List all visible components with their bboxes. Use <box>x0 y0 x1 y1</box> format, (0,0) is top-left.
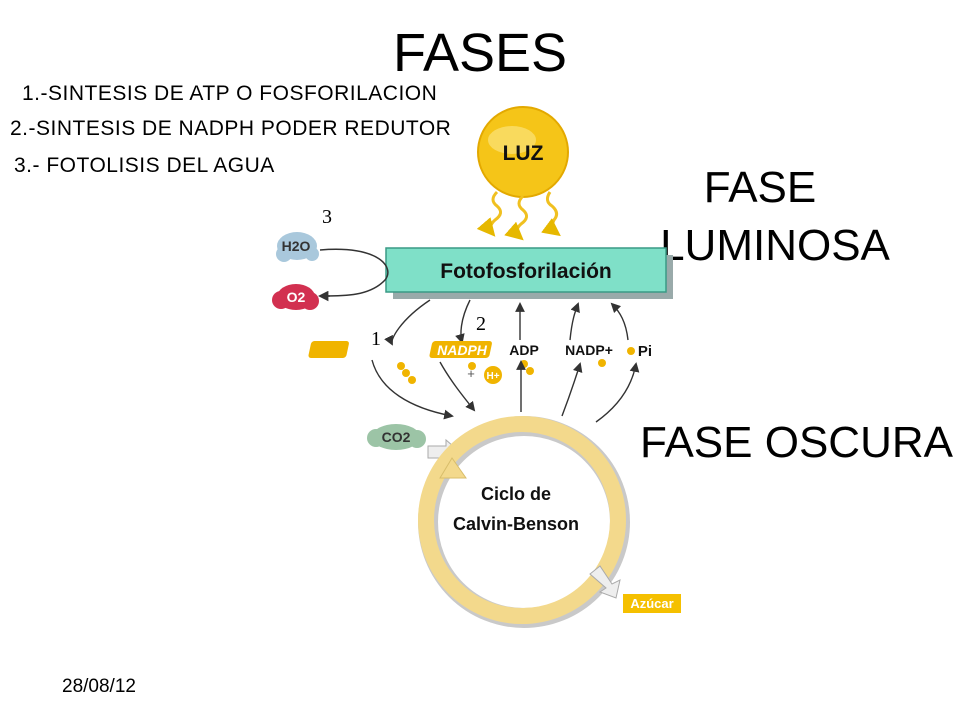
slide-title: FASES <box>392 23 568 83</box>
substrate-return-arrows <box>515 302 629 341</box>
cycle-label-line1: Ciclo de <box>481 484 551 504</box>
marker-2: 2 <box>476 313 486 335</box>
nadph-badge <box>429 341 492 358</box>
atp-badge <box>308 341 349 358</box>
cycle-label-line2: Calvin-Benson <box>453 514 579 534</box>
proton-label: H+ <box>486 371 499 382</box>
list-item-atp: 1.-SINTESIS DE ATP O FOSFORILACION <box>22 82 438 105</box>
proton-icon <box>484 366 502 384</box>
adp-label: ADP <box>509 342 539 358</box>
product-to-cycle-arrows <box>371 359 476 420</box>
photophosphorylation-banner <box>385 247 673 299</box>
sugar-label: Azúcar <box>630 596 673 611</box>
nadph-label: NADPH <box>437 342 488 358</box>
nadp-label: NADP+ <box>565 342 613 358</box>
water-label: H2O <box>282 238 311 254</box>
photolysis-arrow <box>319 248 389 297</box>
phosphate-label: Pi <box>638 343 652 360</box>
cycle-to-substrate-arrows <box>516 360 640 423</box>
plus-sign: + <box>467 366 475 381</box>
phase-dark-label: FASE OSCURA <box>640 418 953 467</box>
list-item-photolysis: 3.- FOTOLISIS DEL AGUA <box>14 154 275 177</box>
oxygen-label: O2 <box>287 289 306 305</box>
photophosphorylation-label: Fotofosforilación <box>440 260 612 283</box>
marker-3: 3 <box>322 206 332 228</box>
list-item-nadph: 2.-SINTESIS DE NADPH PODER REDUTOR <box>10 117 452 140</box>
sun-label: LUZ <box>503 142 544 165</box>
sugar-exit-arrow <box>589 565 621 599</box>
phase-light-line2: LUMINOSA <box>660 221 890 270</box>
banner-output-arrows <box>384 299 471 346</box>
light-rays <box>476 190 561 241</box>
phase-light-line1: FASE <box>703 163 817 212</box>
atp-label: ATP <box>386 342 415 358</box>
co2-label: CO2 <box>382 429 411 445</box>
co2-molecule <box>367 424 426 450</box>
calvin-cycle-ring <box>418 416 630 628</box>
water-molecule <box>276 232 319 262</box>
marker-1: 1 <box>371 328 381 350</box>
slide-date: 28/08/12 <box>62 676 136 697</box>
sugar-box <box>623 594 681 613</box>
oxygen-molecule <box>272 284 319 310</box>
